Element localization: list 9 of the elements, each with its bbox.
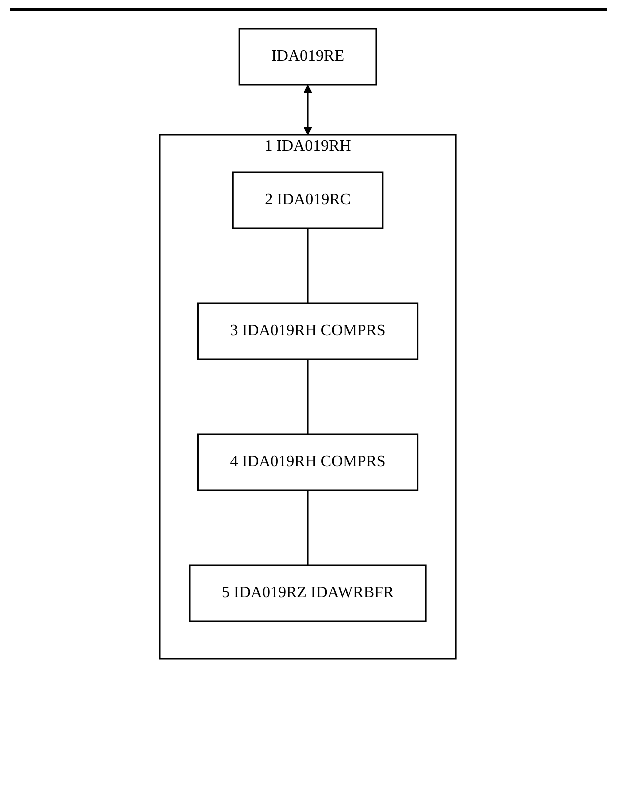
node-box: IDA019RE [239, 28, 378, 86]
node-box: 2 IDA019RC [232, 172, 384, 230]
connector [308, 490, 310, 566]
node-box: 3 IDA019RH COMPRS [198, 302, 420, 360]
connector [308, 228, 310, 304]
node-box: 5 IDA019RZ IDAWRBFR [190, 564, 428, 622]
connector [308, 360, 310, 434]
node-box: 4 IDA019RH COMPRS [198, 434, 420, 492]
arrow [304, 85, 313, 136]
